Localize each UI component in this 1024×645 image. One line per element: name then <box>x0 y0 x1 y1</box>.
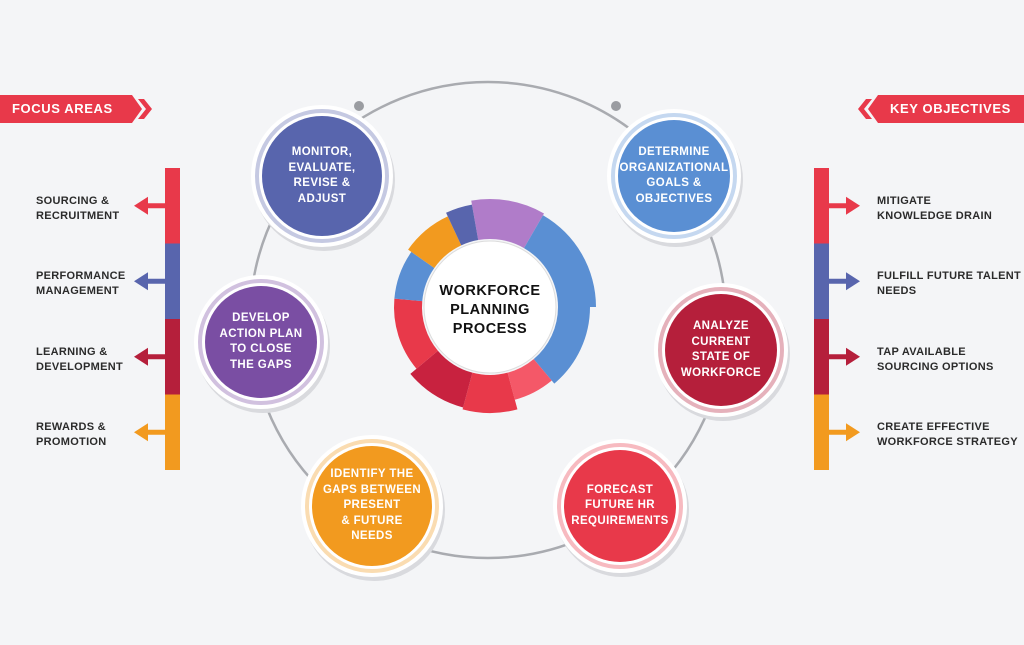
key-objectives-banner <box>858 95 1024 123</box>
focus-area-learning: LEARNING & DEVELOPMENT <box>36 346 124 373</box>
objective-bars <box>814 168 860 470</box>
focus-area-bars <box>134 168 180 470</box>
objective-bar-segment <box>814 394 860 470</box>
step-determine-label: DETERMINE ORGANIZATIONAL GOALS & OBJECTI… <box>619 146 729 205</box>
step-analyze-label: ANALYZE CURRENT STATE OF WORKFORCE <box>680 320 762 379</box>
donut-segment <box>471 199 544 249</box>
objective-bar-segment <box>814 319 860 395</box>
step-forecast-bubble <box>553 439 689 577</box>
ring-dot-right <box>611 101 621 111</box>
step-forecast-label: FORECAST FUTURE HR REQUIREMENTS <box>571 483 669 527</box>
focus-areas-banner <box>0 95 152 123</box>
donut-segment <box>446 204 479 246</box>
donut-segment <box>507 359 552 400</box>
focus-bar-segment <box>134 168 180 244</box>
focus-bar-segment <box>134 394 180 470</box>
focus-area-sourcing: SOURCING & RECRUITMENT <box>36 195 120 222</box>
objective-workforce-strategy: CREATE EFFECTIVE WORKFORCE STRATEGY <box>877 421 1018 448</box>
objective-future-talent: FULFILL FUTURE TALENT NEEDS <box>877 270 1021 297</box>
focus-bar-segment <box>134 243 180 319</box>
step-develop-bubble <box>194 275 330 413</box>
donut-segment <box>394 251 435 302</box>
step-develop-label: DEVELOP ACTION PLAN TO CLOSE THE GAPS <box>219 312 303 371</box>
focus-areas-title: FOCUS AREAS <box>12 101 113 116</box>
donut-segment <box>462 372 518 413</box>
donut-segment <box>533 307 590 384</box>
objective-sourcing-options: TAP AVAILABLE SOURCING OPTIONS <box>877 346 994 373</box>
objective-bar-segment <box>814 168 860 244</box>
objective-bar-segment <box>814 243 860 319</box>
donut-segment <box>410 350 473 408</box>
step-determine-bubble <box>607 109 743 247</box>
focus-area-performance: PERFORMANCE MANAGEMENT <box>36 270 126 297</box>
step-analyze-bubble <box>654 283 790 421</box>
process-bubbles <box>194 105 790 581</box>
ring-dot-left <box>354 101 364 111</box>
focus-area-rewards: REWARDS & PROMOTION <box>36 421 107 448</box>
focus-bar-segment <box>134 319 180 395</box>
donut-segment <box>524 215 596 307</box>
step-identify-label: IDENTIFY THE GAPS BETWEEN PRESENT & FUTU… <box>322 468 422 543</box>
donut-segment <box>408 216 462 268</box>
step-identify-bubble <box>301 435 445 581</box>
step-monitor-label: MONITOR, EVALUATE, REVISE & ADJUST <box>288 146 356 205</box>
center-disc <box>423 240 557 374</box>
center-donut <box>394 199 596 413</box>
step-monitor-bubble <box>251 105 395 251</box>
center-title: WORKFORCE PLANNING PROCESS <box>439 282 541 337</box>
donut-segment <box>394 298 438 369</box>
objective-knowledge-drain: MITIGATE KNOWLEDGE DRAIN <box>877 195 993 222</box>
key-objectives-title: KEY OBJECTIVES <box>890 101 1011 116</box>
